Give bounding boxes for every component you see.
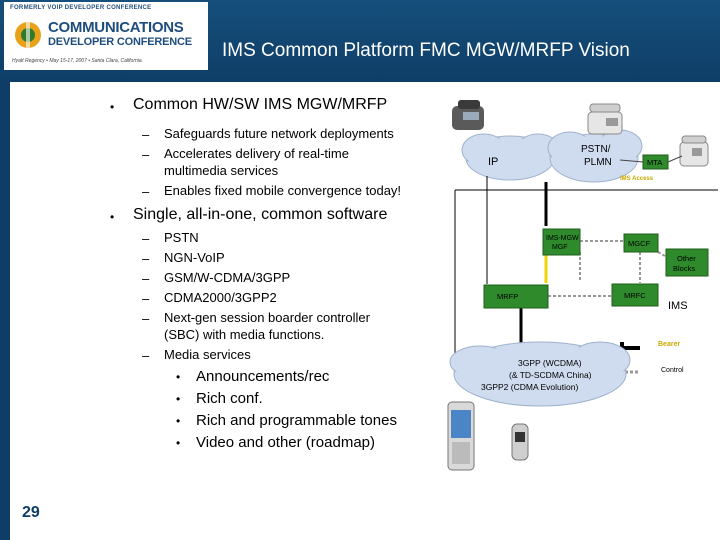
- sub-bullet-mark: –: [142, 184, 150, 199]
- logo-tagline: Hyatt Regency • May 15-17, 2007 • Santa …: [12, 58, 142, 64]
- third-bullet-mark: •: [176, 436, 181, 450]
- ip-label: IP: [488, 156, 498, 168]
- sub-bullet-text: Accelerates delivery of real-time: [164, 146, 349, 161]
- network-diagram: IP PSTN/ PLMN MTA IMS Access: [447, 100, 718, 471]
- sub-bullet-mark: –: [142, 271, 150, 286]
- bullet-2-mark: •: [110, 210, 115, 224]
- sub-bullet-mark: –: [142, 311, 150, 326]
- sub-bullet-text: Next-gen session boarder controller: [164, 310, 370, 325]
- ims-label: IMS: [668, 300, 688, 312]
- ip-cloud: [461, 133, 561, 181]
- logo-top-text: FORMERLY VOIP DEVELOPER CONFERENCE: [10, 5, 152, 11]
- network-label-2: (& TD-SCDMA China): [509, 370, 592, 380]
- sub-bullet-text: Safeguards future network deployments: [164, 126, 394, 141]
- third-bullet-text: Video and other (roadmap): [196, 434, 376, 451]
- pstn-label-2: PLMN: [584, 157, 612, 168]
- third-bullet-mark: •: [176, 392, 181, 406]
- legend-bearer: Bearer: [658, 341, 680, 348]
- third-bullet-mark: •: [176, 414, 181, 428]
- legend-control: Control: [661, 367, 684, 374]
- other-blocks-label-2: Blocks: [673, 264, 695, 273]
- third-bullet-text: Rich and programmable tones: [196, 412, 397, 429]
- conference-logo: FORMERLY VOIP DEVELOPER CONFERENCE COMMU…: [4, 2, 208, 70]
- mrfc-label: MRFC: [624, 291, 646, 300]
- network-label-3: 3GPP2 (CDMA Evolution): [481, 382, 578, 392]
- sub-bullet-text: NGN-VoIP: [164, 250, 225, 265]
- desk-phone-icon: [452, 100, 484, 130]
- sub-bullet-text: Enables fixed mobile convergence today!: [164, 183, 402, 198]
- bullet-2-text: Single, all-in-one, common software: [133, 206, 388, 223]
- mgw-label-2: MGF: [552, 244, 568, 251]
- sub-bullet-mark: –: [142, 147, 150, 162]
- mobile-phone-icon: [511, 423, 529, 461]
- third-bullet-text: Announcements/rec: [196, 368, 330, 385]
- sub-bullet-text: PSTN: [164, 230, 199, 245]
- mobile-network-cloud: [449, 341, 631, 407]
- ims-access-label: IMS Access: [620, 176, 654, 182]
- sub-bullet-text: (SBC) with media functions.: [164, 327, 325, 342]
- pstn-cloud: [547, 129, 643, 183]
- mta-label: MTA: [647, 158, 662, 167]
- bullet-1-mark: •: [110, 100, 115, 114]
- smartphone-icon: [447, 401, 475, 471]
- page-number: 29: [22, 504, 40, 521]
- other-blocks-label: Other: [677, 254, 696, 263]
- sub-bullet-mark: –: [142, 127, 150, 142]
- slide-title: IMS Common Platform FMC MGW/MRFP Vision: [222, 40, 630, 61]
- sub-bullet-text: Media services: [164, 347, 251, 362]
- mgw-label: IMS-MGW: [546, 235, 579, 242]
- sub-bullet-text: CDMA2000/3GPP2: [164, 290, 277, 305]
- mgcf-label: MGCF: [628, 239, 650, 248]
- network-label: 3GPP (WCDMA): [518, 358, 582, 368]
- logo-line2: DEVELOPER CONFERENCE: [48, 36, 192, 48]
- sub-bullet-mark: –: [142, 291, 150, 306]
- pstn-label: PSTN/: [581, 144, 611, 155]
- desk-phone-icon: [679, 135, 709, 167]
- third-bullet-text: Rich conf.: [196, 390, 263, 407]
- mrfp-label: MRFP: [497, 292, 518, 301]
- logo-line1: COMMUNICATIONS: [48, 19, 184, 36]
- bullet-1-text: Common HW/SW IMS MGW/MRFP: [133, 96, 388, 113]
- sub-bullet-mark: –: [142, 251, 150, 266]
- left-stripe: [0, 82, 10, 540]
- sub-bullet-mark: –: [142, 348, 150, 363]
- logo-mark-icon: [15, 22, 41, 48]
- desk-phone-icon: [587, 103, 623, 135]
- sub-bullet-mark: –: [142, 231, 150, 246]
- sub-bullet-text: multimedia services: [164, 163, 279, 178]
- sub-bullet-text: GSM/W-CDMA/3GPP: [164, 270, 291, 285]
- third-bullet-mark: •: [176, 370, 181, 384]
